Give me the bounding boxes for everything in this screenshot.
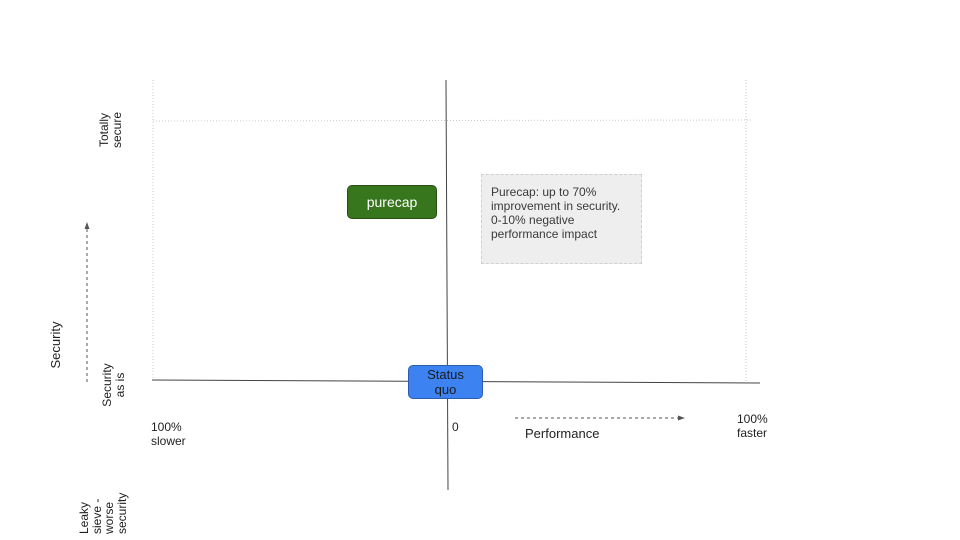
security-axis-label: Security bbox=[48, 321, 63, 369]
security-arrow-head bbox=[84, 222, 90, 229]
performance-axis-label: Performance bbox=[525, 426, 600, 441]
hundred-percent-slower-label: 100% slower bbox=[151, 420, 186, 448]
status-quo-node: Status quo bbox=[408, 365, 483, 399]
zero-label: 0 bbox=[452, 420, 459, 434]
purecap-note: Purecap: up to 70% improvement in securi… bbox=[481, 174, 642, 264]
top-boundary-line bbox=[152, 119, 753, 122]
totally-secure-label: Totally secure bbox=[97, 111, 124, 149]
vertical-axis-line bbox=[445, 79, 449, 491]
hundred-percent-faster-label: 100% faster bbox=[737, 412, 768, 440]
leaky-sieve-label: Leaky sieve - worse security bbox=[77, 492, 129, 534]
status-quo-node-label: Status quo bbox=[427, 367, 464, 397]
performance-arrow-head bbox=[678, 415, 685, 421]
purecap-node: purecap bbox=[347, 185, 437, 219]
security-as-is-label: Security as is bbox=[100, 363, 127, 407]
purecap-node-label: purecap bbox=[366, 194, 418, 210]
